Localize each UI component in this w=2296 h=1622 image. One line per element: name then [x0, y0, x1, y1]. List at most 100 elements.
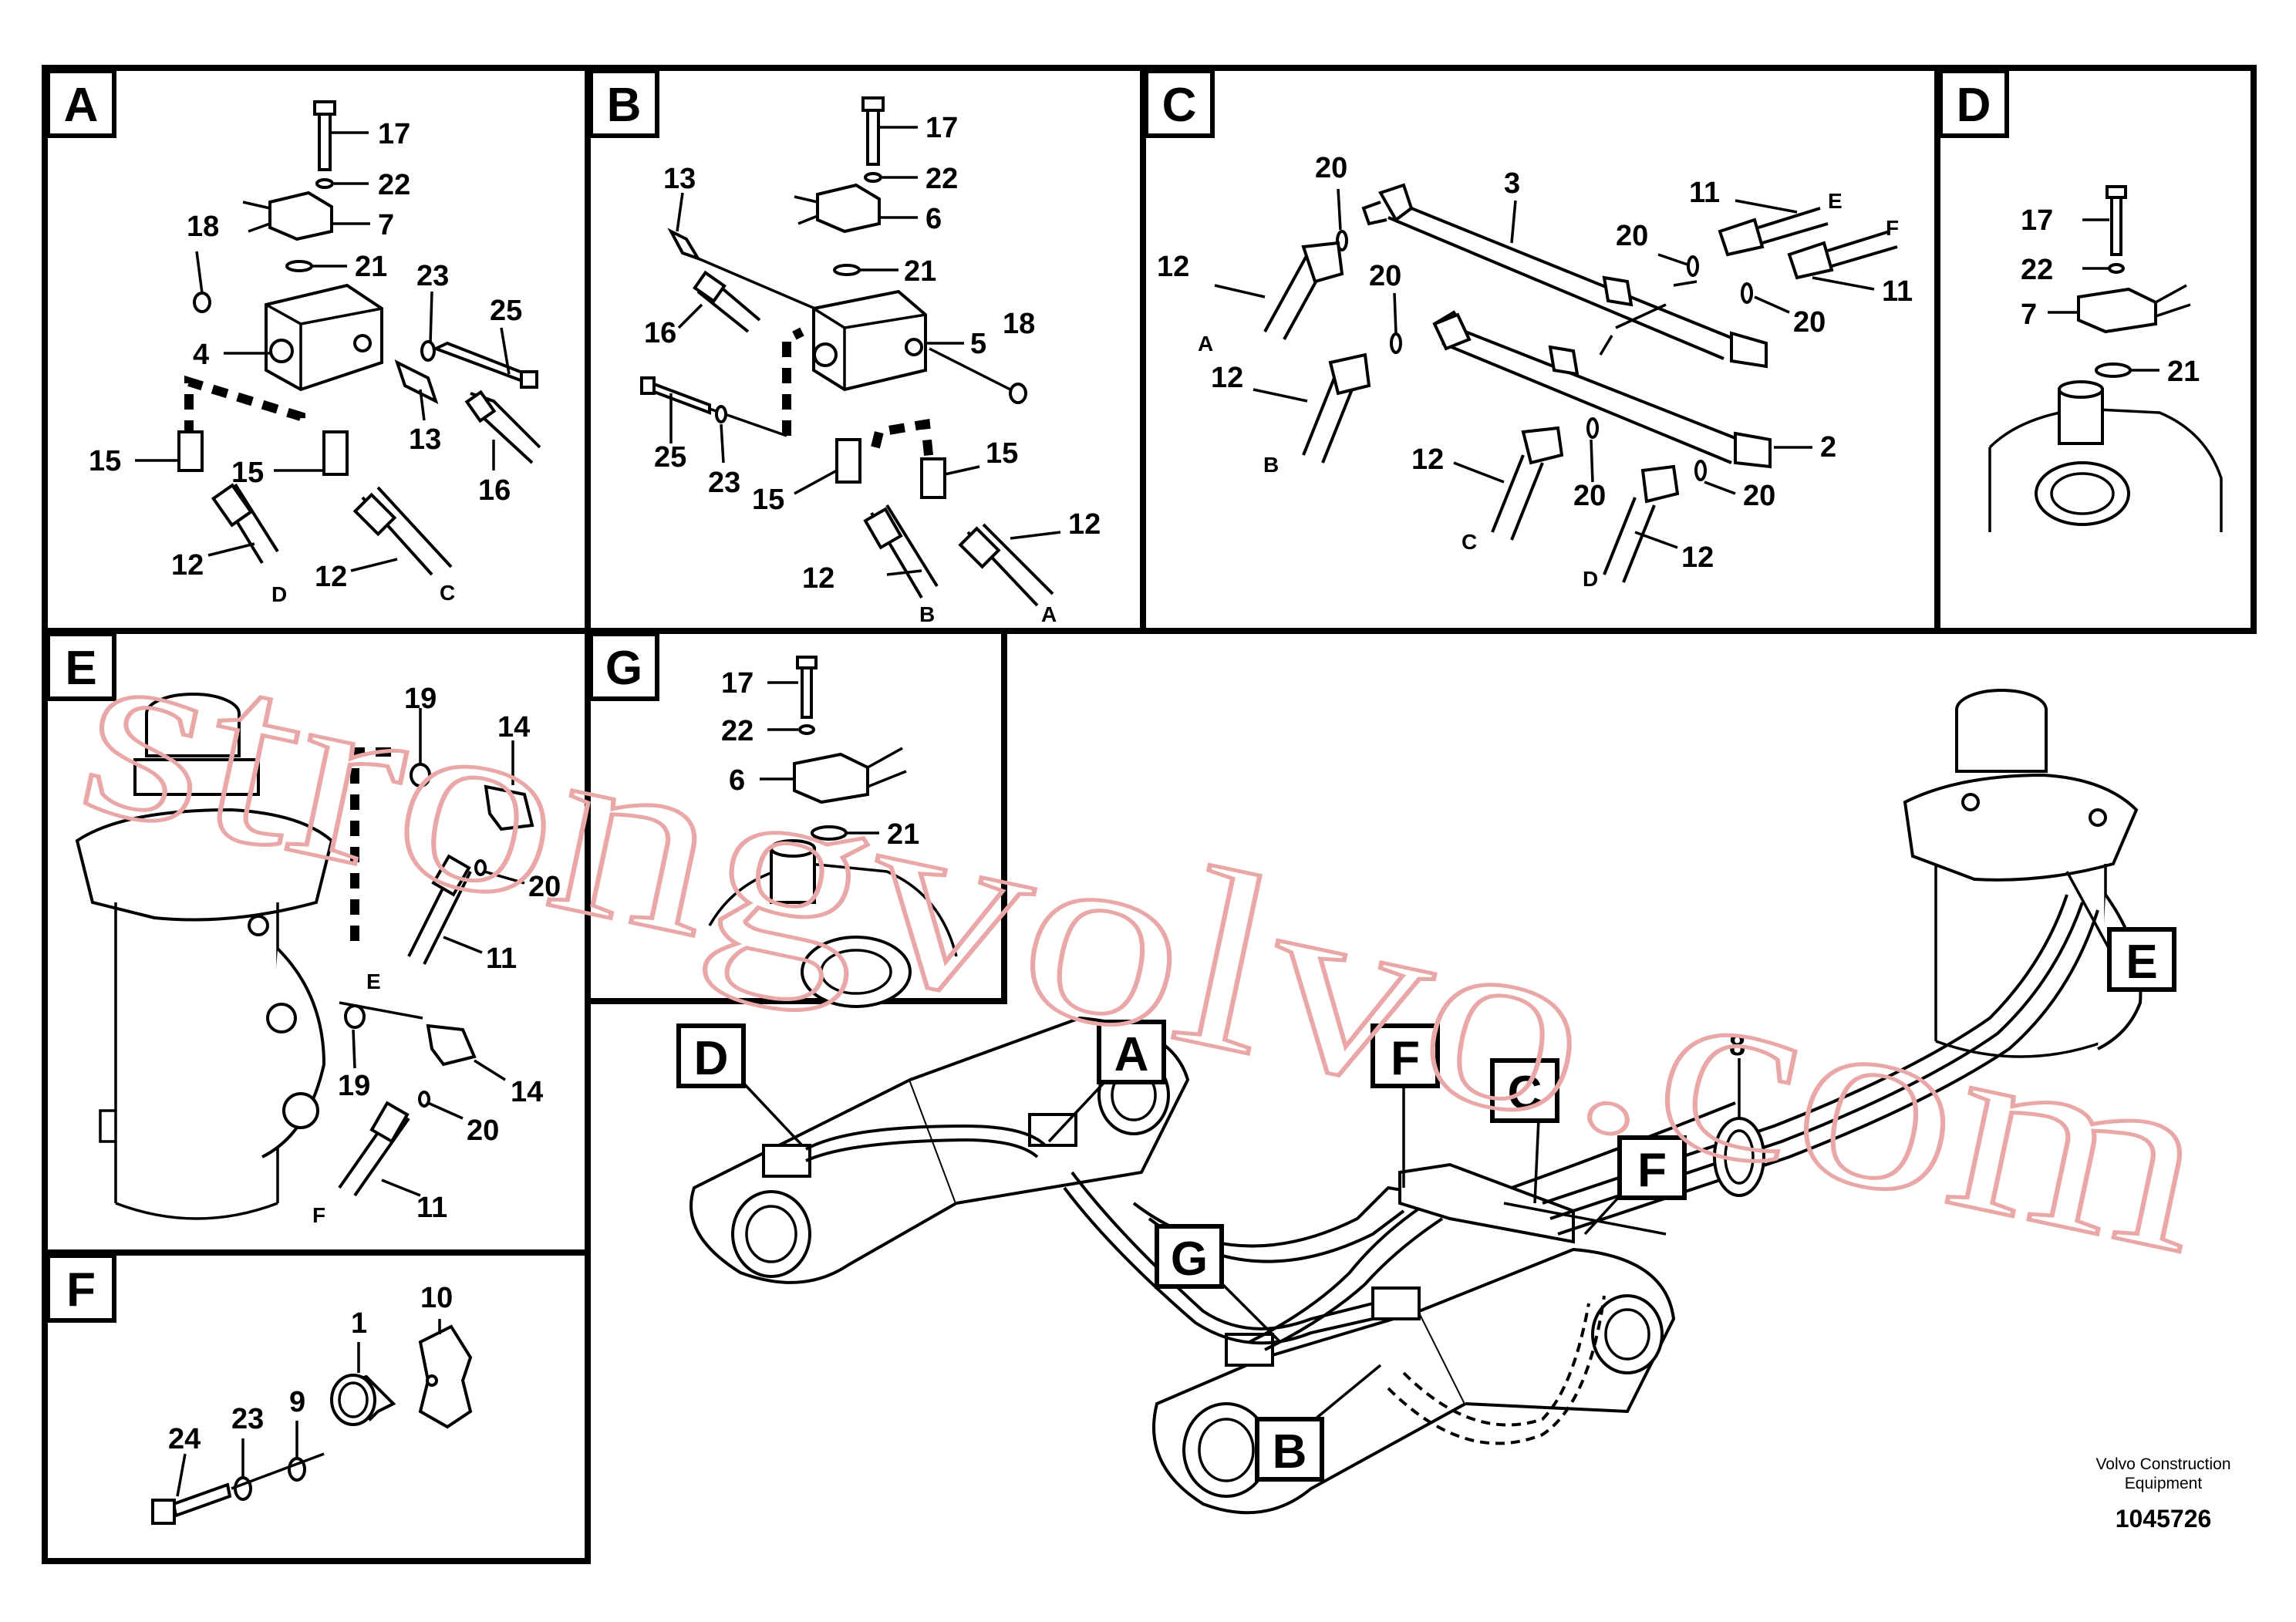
callout-panels-C-callouts-c12c: 12 [1411, 443, 1444, 476]
callout-panels-A-callouts-c13: 13 [409, 423, 441, 456]
callout-panels-E-callouts-c19a: 19 [404, 683, 437, 715]
callout-overview-tags-G: G [1171, 1233, 1208, 1286]
panel-d-letter: D [1938, 69, 2009, 138]
overview-tag-d: D [676, 1023, 804, 1147]
panel-c-letter: C [1144, 69, 1215, 138]
footer-company-line2: Equipment [2125, 1475, 2203, 1492]
callout-panels-D-letter: D [1957, 79, 1991, 132]
overview-callout-8: 8 [1729, 1030, 1745, 1118]
callout-panels-B-callouts-hA: A [1041, 602, 1057, 626]
overview-tag-a: A [1047, 1020, 1166, 1143]
overview-tag-b: B [1255, 1364, 1382, 1482]
callout-panels-C-callouts-c11b: 11 [1882, 275, 1913, 308]
callout-panels-E-callouts-c20b: 20 [467, 1114, 499, 1147]
panel-a-drawing [135, 100, 541, 576]
overview-tag-e: E [2065, 871, 2176, 992]
panel-a-callouts: 17 22 7 18 21 23 25 4 13 16 15 15 12 12 … [89, 118, 522, 606]
callout-panels-E-callouts-hE: E [366, 969, 381, 993]
callout-panels-D-callouts-c7: 7 [2021, 298, 2037, 331]
callout-panels-B-callouts-c5: 5 [970, 328, 986, 360]
callout-panels-A-callouts-c7: 7 [378, 209, 394, 241]
panel-e-frame [42, 628, 591, 1256]
panel-b-drawing [640, 96, 1061, 607]
callout-panels-C-callouts-c12a: 12 [1157, 251, 1189, 283]
document-number: 1045726 [2116, 1505, 2212, 1533]
panel-f-letter: F [46, 1253, 116, 1323]
callout-panels-B-callouts-c18: 18 [1003, 308, 1035, 340]
panel-e-callouts: 19 14 20 E 11 19 14 20 F 11 [312, 683, 561, 1227]
callout-panels-C-callouts-c20f: 20 [1743, 480, 1775, 512]
overview-tag-f-lower: F [1583, 1135, 1687, 1236]
callout-panels-F-letter: F [66, 1263, 96, 1317]
callout-panels-E-callouts-c14b: 14 [511, 1076, 543, 1108]
panel-d-drawing [1988, 185, 2223, 532]
callout-panels-B-callouts-c25: 25 [654, 441, 686, 474]
callout-panels-C-callouts-c20d: 20 [1793, 306, 1826, 339]
callout-panels-D-callouts-c22: 22 [2021, 254, 2053, 286]
callout-panels-A-callouts-hC: C [440, 581, 455, 605]
callout-panels-A-callouts-c15a: 15 [89, 445, 121, 477]
callout-panels-E-callouts-c11a: 11 [486, 943, 517, 975]
callout-panels-A-callouts-hD: D [271, 582, 287, 606]
footer: Volvo Construction Equipment 1045726 [2095, 1455, 2230, 1533]
panel-e-drawing [75, 693, 534, 1220]
callout-panels-A-callouts-c12a: 12 [171, 549, 204, 582]
callout-panels-C-callouts-c12d: 12 [1681, 541, 1714, 574]
callout-panels-A-letter: A [64, 79, 99, 132]
callout-panels-C-callouts-hE: E [1828, 189, 1843, 213]
callout-panels-C-callouts-c2: 2 [1820, 431, 1836, 464]
callout-panels-E-callouts-hF: F [312, 1203, 325, 1227]
callout-panels-B-callouts-c15b: 15 [986, 437, 1018, 470]
panel-c-drawing [1214, 183, 1898, 583]
panel-a-letter: A [46, 69, 116, 138]
callout-panels-B-callouts-c15a: 15 [752, 484, 784, 516]
callout-panels-A-callouts-c4: 4 [193, 339, 209, 371]
callout-panels-B-callouts-c17: 17 [925, 112, 958, 144]
overview-tag-f-upper: F [1371, 1023, 1440, 1188]
callout-panels-C-callouts-c3: 3 [1504, 167, 1520, 200]
callout-panels-F-callouts-c23: 23 [231, 1403, 264, 1435]
callout-panels-G-letter: G [605, 642, 642, 695]
callout-panels-G-callouts-c17: 17 [721, 667, 754, 700]
callout-panels-B-callouts-hB: B [919, 602, 935, 626]
callout-panels-A-callouts-c12b: 12 [315, 561, 347, 593]
callout-panels-C-callouts-c20a: 20 [1315, 152, 1347, 184]
footer-company-line1: Volvo Construction [2095, 1455, 2230, 1473]
callout-overview-tags-B: B [1273, 1425, 1307, 1479]
callout-overview-tags-D: D [694, 1032, 729, 1085]
callout-overview-c8: 8 [1729, 1030, 1745, 1062]
callout-panels-C-callouts-c11a: 11 [1689, 177, 1720, 209]
callout-panels-C-callouts-hF: F [1886, 216, 1899, 240]
callout-panels-E-callouts-c11b: 11 [416, 1192, 447, 1224]
callout-panels-G-callouts-c21: 21 [887, 818, 919, 851]
panel-g-letter: G [588, 632, 659, 701]
callout-panels-B-callouts-c12b: 12 [1068, 508, 1101, 541]
callout-panels-A-callouts-c21: 21 [355, 251, 387, 283]
callout-panels-C-callouts-c20b: 20 [1616, 220, 1648, 252]
callout-panels-F-callouts-c1: 1 [351, 1307, 367, 1340]
callout-panels-A-callouts-c15b: 15 [231, 457, 264, 489]
callout-panels-B-letter: B [607, 79, 642, 132]
callout-panels-D-callouts-c17: 17 [2021, 204, 2053, 237]
callout-panels-B-callouts-c23: 23 [708, 467, 740, 499]
callout-overview-tags-E: E [2126, 936, 2157, 989]
callout-overview-tags-A: A [1114, 1028, 1149, 1081]
callout-panels-F-callouts-c10: 10 [420, 1282, 453, 1314]
callout-panels-E-callouts-c14a: 14 [497, 711, 530, 744]
panel-g-callouts: 17 22 6 21 [721, 667, 919, 851]
overview-tag-g: G [1155, 1224, 1282, 1344]
callout-panels-E-letter: E [65, 642, 96, 695]
callout-panels-A-callouts-c18: 18 [187, 211, 219, 243]
callout-panels-D-callouts-c21: 21 [2167, 356, 2200, 388]
callout-panels-C-callouts-hC: C [1462, 530, 1477, 554]
callout-panels-B-callouts-c21: 21 [904, 255, 936, 288]
callout-panels-B-callouts-c12a: 12 [802, 562, 834, 595]
callout-panels-C-callouts-c20c: 20 [1369, 260, 1401, 292]
callout-overview-tags-F_upper: F [1391, 1032, 1420, 1085]
panel-c-callouts: 20 3 11 E 12 20 F A 20 11 20 12 B 2 12 2… [1157, 152, 1913, 591]
callout-panels-A-callouts-c16: 16 [478, 474, 511, 507]
panel-e-letter: E [46, 632, 116, 701]
callout-panels-G-callouts-c6: 6 [729, 764, 745, 797]
callout-panels-C-callouts-hB: B [1263, 453, 1279, 477]
